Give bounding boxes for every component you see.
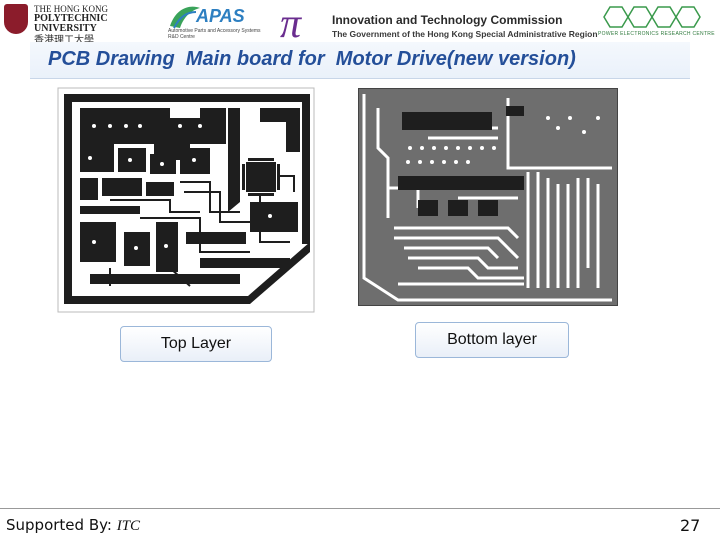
itc-title: Innovation and Technology Commission [332,13,563,27]
perc-hexagon-icon [603,6,701,28]
pcb-top-layer-image [50,82,322,320]
top-layer-label: Top Layer [120,326,272,362]
polyu-line2: POLYTECHNIC UNIVERSITY [34,13,108,34]
polyu-line1: THE HONG KONG [34,4,108,14]
itc-subtitle: The Government of the Hong Kong Special … [332,29,598,39]
header-logos: THE HONG KONG POLYTECHNIC UNIVERSITY 香港理… [0,0,720,47]
footer-divider [0,508,720,509]
polyu-logo: THE HONG KONG POLYTECHNIC UNIVERSITY 香港理… [2,2,162,46]
bottom-layer-label: Bottom layer [415,322,569,358]
itc-text: Innovation and Technology Commission The… [332,13,598,39]
polyu-crest-icon [4,4,28,34]
supported-by-org: ITC [116,518,141,534]
polyu-chinese: 香港理工大學 [34,35,94,46]
apas-name: APAS [196,6,245,26]
supported-by-prefix: Supported By: [6,516,117,534]
pi-icon: π [280,1,302,47]
title-bar [30,42,690,79]
itc-pi-logo: π [276,1,324,47]
apas-subtitle: Automotive Parts and Accessory Systems R… [168,28,261,40]
apas-swoosh-icon [170,6,200,29]
pcb-bottom-layer-image [357,87,619,307]
svg-text:π: π [280,3,302,41]
page-number: 27 [680,516,701,535]
slide-title: PCB Drawing Main board for Motor Drive(n… [48,48,576,70]
supported-by-text: Supported By: ITC [6,516,140,535]
perc-logo: POWER ELECTRONICS RESEARCH CENTRE [594,2,718,40]
perc-caption: POWER ELECTRONICS RESEARCH CENTRE [598,31,715,37]
apas-logo: APAS Automotive Parts and Accessory Syst… [166,2,268,40]
